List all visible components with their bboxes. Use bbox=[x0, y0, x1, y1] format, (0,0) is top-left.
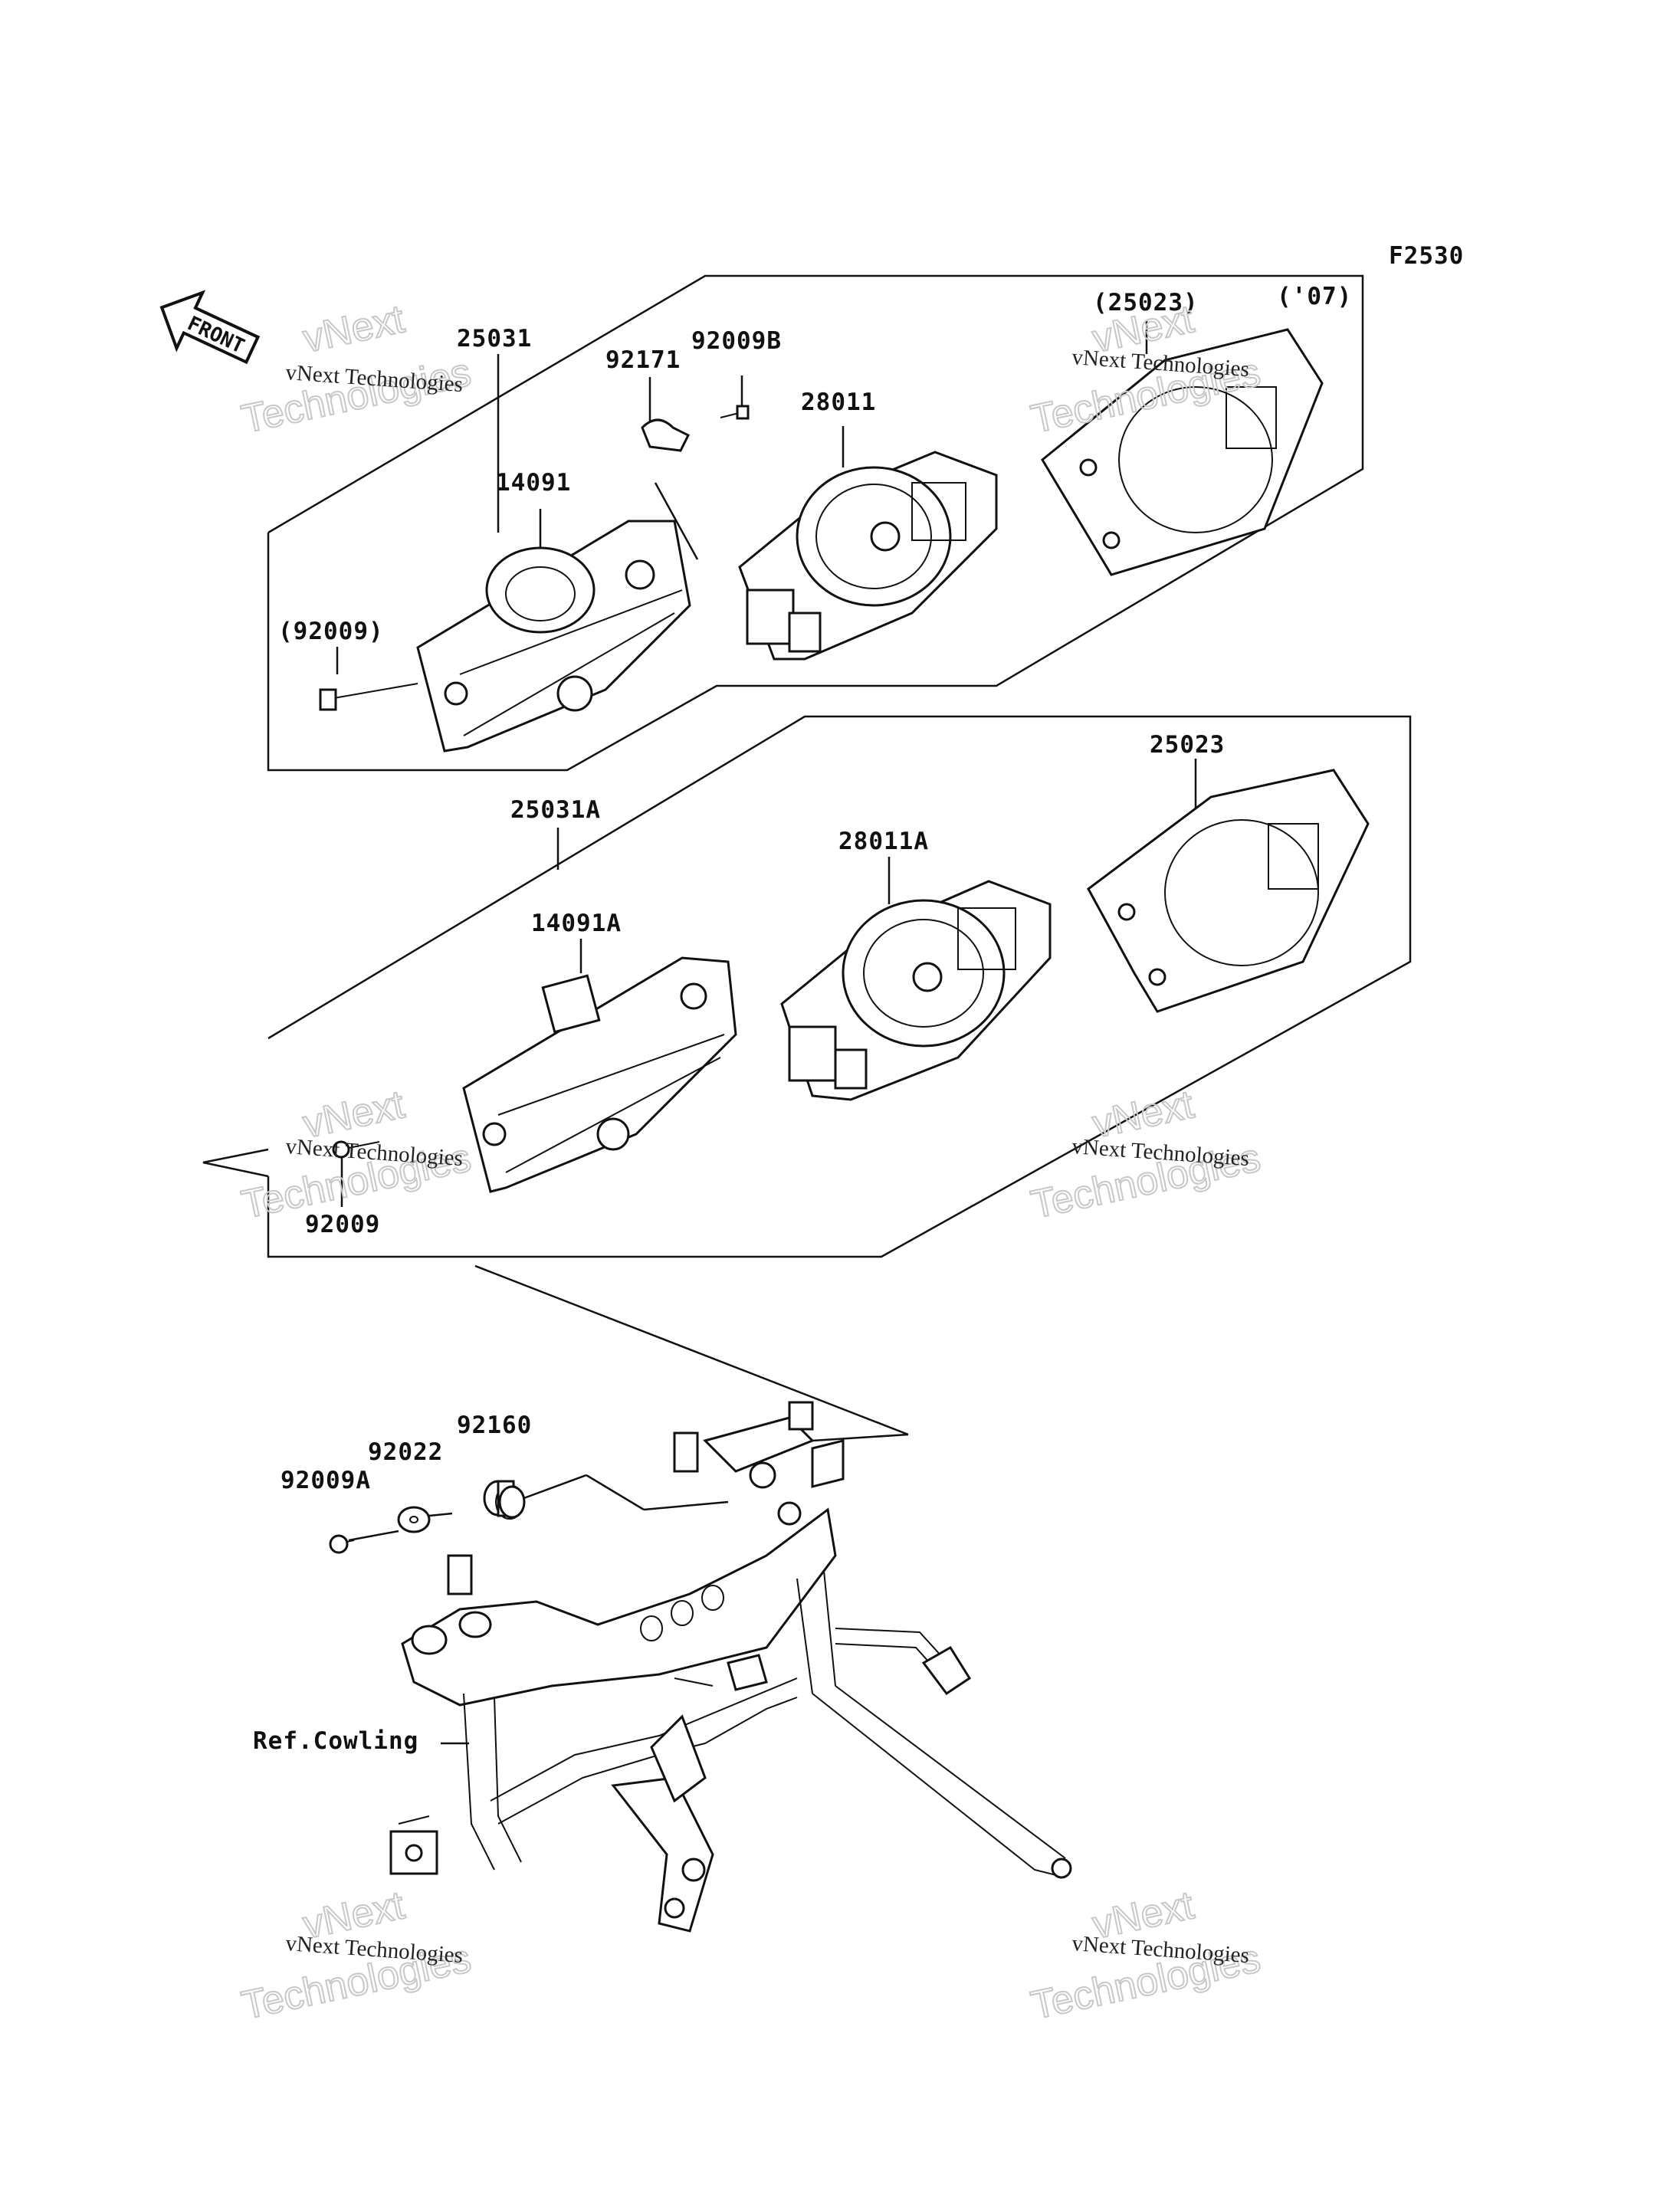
label-92009B: 92009B bbox=[691, 327, 782, 355]
label-year-07: ('07) bbox=[1277, 283, 1352, 310]
label-25023: 25023 bbox=[1150, 731, 1225, 759]
label-92009A: 92009A bbox=[281, 1467, 371, 1494]
part-92009A-bolt-icon bbox=[329, 1534, 355, 1554]
svg-text:Technologies: Technologies bbox=[238, 350, 474, 442]
lower-panel-outline bbox=[267, 715, 1412, 1258]
label-25031: 25031 bbox=[457, 325, 532, 353]
label-92009-paren: (92009) bbox=[278, 618, 384, 645]
label-92009: 92009 bbox=[305, 1211, 380, 1238]
part-14091-meter-housing bbox=[416, 520, 691, 753]
label-25031A: 25031A bbox=[510, 796, 601, 824]
part-92160-grommet-icon bbox=[483, 1480, 526, 1520]
part-92009B-screw-icon bbox=[720, 405, 750, 420]
svg-text:vNext: vNext bbox=[299, 297, 409, 361]
part-92009-screw-icon bbox=[319, 683, 418, 711]
label-92171: 92171 bbox=[605, 346, 681, 374]
figure-code: F2530 bbox=[1389, 242, 1464, 270]
watermark-bottom-left: vNext Technologies vNext Technologies bbox=[237, 1882, 475, 2028]
front-arrow-icon: FRONT bbox=[159, 290, 261, 365]
label-28011: 28011 bbox=[801, 389, 876, 416]
label-14091: 14091 bbox=[496, 469, 571, 497]
label-14091A: 14091A bbox=[531, 910, 622, 937]
label-25023-paren: (25023) bbox=[1093, 289, 1199, 316]
label-92022: 92022 bbox=[368, 1438, 443, 1466]
watermark-top-left: vNext Technologies vNext Technologies bbox=[237, 296, 475, 442]
part-28011A-meter-assembly bbox=[780, 880, 1052, 1101]
meter-bracket-frame bbox=[389, 1401, 1072, 1933]
label-92160: 92160 bbox=[457, 1412, 532, 1439]
part-92009-screw-lower-icon bbox=[332, 1140, 380, 1159]
part-14091A-meter-housing bbox=[462, 956, 737, 1193]
watermark-bottom-right: vNext Technologies vNext Technologies bbox=[1026, 1882, 1265, 2028]
label-28011A: 28011A bbox=[838, 828, 929, 855]
label-ref-cowling: Ref.Cowling bbox=[253, 1727, 418, 1755]
upper-panel-outline bbox=[267, 274, 1364, 772]
part-92171-clamp-icon bbox=[641, 418, 691, 452]
watermark-mid-left: vNext Technologies vNext Technologies bbox=[237, 1081, 475, 1228]
part-92022-washer-icon bbox=[397, 1506, 431, 1533]
part-25023-meter-cover-upper bbox=[1041, 328, 1324, 576]
part-28011-meter-assembly bbox=[738, 451, 998, 661]
part-25023-meter-cover-lower bbox=[1087, 769, 1370, 1013]
